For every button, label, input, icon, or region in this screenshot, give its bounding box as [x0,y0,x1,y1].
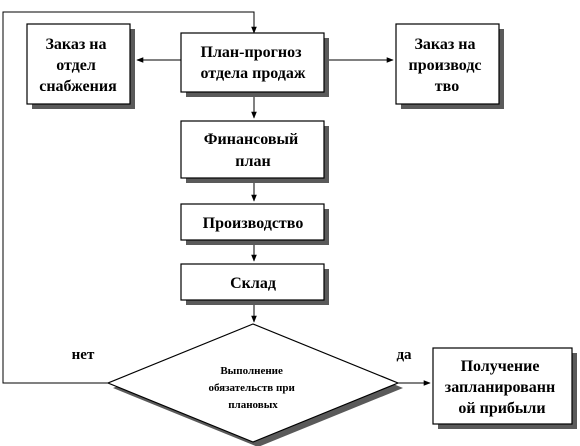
node-financial-plan: Финансовый план [180,120,329,183]
node-plan-forecast: План-прогноз отдела продаж [180,32,329,97]
node-warehouse-label: Склад [230,275,276,292]
node-decision: Выполнение обязательств при плановых [106,323,403,446]
node-financial-plan-label: Финансовый план [204,131,302,170]
node-profit-label: Получение запланированн ой прибыли [445,358,559,417]
node-production: Производство [180,203,329,245]
node-supply-order-label: Заказ на отдел снабжения [39,36,117,95]
node-plan-forecast-label: План-прогноз отдела продаж [201,44,306,82]
node-production-order-label: Заказ на производс тво [408,36,485,95]
branch-no-label: нет [72,347,95,363]
node-production-order: Заказ на производс тво [395,23,504,109]
node-production-label: Производство [203,215,304,232]
branch-yes-label: да [396,347,412,363]
feedback-loop-line [2,11,257,384]
node-decision-label: Выполнение обязательств при плановых [208,365,297,411]
node-warehouse: Склад [180,263,329,305]
node-supply-order: Заказ на отдел снабжения [26,23,135,109]
node-profit: Получение запланированн ой прибыли [432,347,577,429]
